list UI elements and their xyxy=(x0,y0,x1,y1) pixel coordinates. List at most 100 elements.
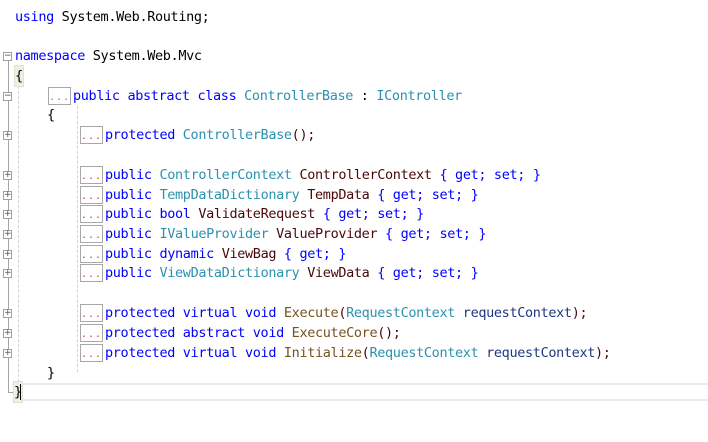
namespace-name: System.Web.Mvc xyxy=(85,48,202,64)
expand-property-icon[interactable]: + xyxy=(3,249,12,259)
indent-guide xyxy=(77,106,78,372)
keyword: using xyxy=(15,9,54,25)
code-line-method: ... protected virtual void Execute(Reque… xyxy=(0,303,708,323)
parameter-name: requestContext xyxy=(486,345,596,361)
accessors: { get; set; } xyxy=(377,265,479,281)
inheritance-colon: : xyxy=(353,88,377,104)
expand-property-icon[interactable]: + xyxy=(3,229,12,239)
property-type: IValueProvider xyxy=(159,226,269,242)
modifiers: protected abstract void xyxy=(105,325,284,341)
code-line-namespace-close: } xyxy=(0,381,708,403)
paren: ( xyxy=(338,305,347,321)
property-name: ValidateRequest xyxy=(198,206,316,222)
collapse-class-icon[interactable]: − xyxy=(3,91,12,101)
outline-end xyxy=(8,392,14,393)
code-line-constructor: ... protected ControllerBase(); xyxy=(0,125,708,145)
expand-method-icon[interactable]: + xyxy=(3,308,12,318)
code-line-property: ... public bool ValidateRequest { get; s… xyxy=(0,204,708,224)
expand-property-icon[interactable]: + xyxy=(3,190,12,200)
code-line-method: ... protected abstract void ExecuteCore(… xyxy=(0,323,708,343)
keyword: abstract xyxy=(127,88,190,104)
property-name: ViewData xyxy=(307,265,370,281)
accessors: { get; set; } xyxy=(322,206,424,222)
property-name: TempData xyxy=(307,187,370,203)
property-type: TempDataDictionary xyxy=(159,187,300,203)
property-type: ControllerContext xyxy=(159,167,292,183)
modifier: public xyxy=(105,246,152,262)
code-line-class: ... public abstract class ControllerBase… xyxy=(0,86,708,106)
constructor-name: ControllerBase xyxy=(182,127,292,143)
accessors: { get; set; } xyxy=(377,187,479,203)
collapsed-comment-marker[interactable]: ... xyxy=(80,225,103,243)
keyword: protected xyxy=(105,127,175,143)
code-line-class-open: { xyxy=(0,105,708,125)
accessors: { get; } xyxy=(283,246,347,262)
brace: { xyxy=(47,107,55,123)
collapsed-comment-marker[interactable]: ... xyxy=(80,344,103,362)
code-line-property: ... public dynamic ViewBag { get; } xyxy=(0,244,708,264)
code-line-namespace: namespace System.Web.Mvc xyxy=(0,46,708,66)
paren: (); xyxy=(377,325,401,341)
collapse-namespace-icon[interactable]: − xyxy=(3,51,12,61)
code-editor[interactable]: − − + + + + + + + + + + using System.Web… xyxy=(0,0,708,418)
property-type: dynamic xyxy=(159,246,214,262)
expand-property-icon[interactable]: + xyxy=(3,209,12,219)
method-name: Initialize xyxy=(283,345,362,361)
keyword: namespace xyxy=(15,48,85,64)
accessors: { get; set; } xyxy=(385,226,487,242)
code-line-property: ... public ViewDataDictionary ViewData {… xyxy=(0,263,708,283)
modifier: public xyxy=(105,187,152,203)
accessors: { get; set; } xyxy=(439,167,541,183)
modifier: public xyxy=(105,265,152,281)
code-line-class-close: } xyxy=(0,363,708,383)
code-line-namespace-open: { xyxy=(0,65,708,87)
collapsed-comment-marker[interactable]: ... xyxy=(80,324,103,342)
parameter-type: RequestContext xyxy=(346,305,456,321)
text-caret xyxy=(20,384,21,400)
paren: ); xyxy=(571,305,588,321)
collapsed-comment-marker[interactable]: ... xyxy=(80,126,103,144)
code-line-method: ... protected virtual void Initialize(Re… xyxy=(0,343,708,363)
matched-brace: { xyxy=(14,65,24,87)
expand-method-icon[interactable]: + xyxy=(3,348,12,358)
brace: } xyxy=(47,365,55,381)
modifiers: protected virtual void xyxy=(105,345,277,361)
expand-property-icon[interactable]: + xyxy=(3,170,12,180)
punctuation: (); xyxy=(291,127,316,143)
outline-line xyxy=(8,61,9,392)
method-name: ExecuteCore xyxy=(291,325,378,341)
namespace-path: System.Web.Routing; xyxy=(53,9,210,25)
property-type: ViewDataDictionary xyxy=(159,265,300,281)
modifier: public xyxy=(105,167,152,183)
collapsed-comment-marker[interactable]: ... xyxy=(80,205,103,223)
paren: ( xyxy=(361,345,370,361)
modifiers: protected virtual void xyxy=(105,305,277,321)
collapsed-comment-marker[interactable]: ... xyxy=(48,87,71,105)
method-name: Execute xyxy=(283,305,339,321)
interface-name: IController xyxy=(376,88,462,104)
indent-guide xyxy=(18,86,19,382)
modifier: public xyxy=(105,206,152,222)
code-line-property: ... public IValueProvider ValueProvider … xyxy=(0,224,708,244)
collapsed-comment-marker[interactable]: ... xyxy=(80,264,103,282)
property-name: ControllerContext xyxy=(299,167,432,183)
property-type: bool xyxy=(159,206,191,222)
parameter-type: RequestContext xyxy=(369,345,479,361)
code-line-using: using System.Web.Routing; xyxy=(0,7,708,27)
parameter-name: requestContext xyxy=(462,305,572,321)
class-name: ControllerBase xyxy=(244,88,354,104)
code-line-property: ... public TempDataDictionary TempData {… xyxy=(0,185,708,205)
collapsed-comment-marker[interactable]: ... xyxy=(80,166,103,184)
collapsed-comment-marker[interactable]: ... xyxy=(80,186,103,204)
current-line-highlight xyxy=(12,383,708,401)
expand-method-icon[interactable]: + xyxy=(3,328,12,338)
property-name: ViewBag xyxy=(221,246,277,262)
property-name: ValueProvider xyxy=(276,226,378,242)
keyword: public xyxy=(73,88,120,104)
expand-constructor-icon[interactable]: + xyxy=(3,130,12,140)
collapsed-comment-marker[interactable]: ... xyxy=(80,245,103,263)
modifier: public xyxy=(105,226,152,242)
collapsed-comment-marker[interactable]: ... xyxy=(80,304,103,322)
expand-property-icon[interactable]: + xyxy=(3,268,12,278)
paren: ); xyxy=(595,345,611,361)
